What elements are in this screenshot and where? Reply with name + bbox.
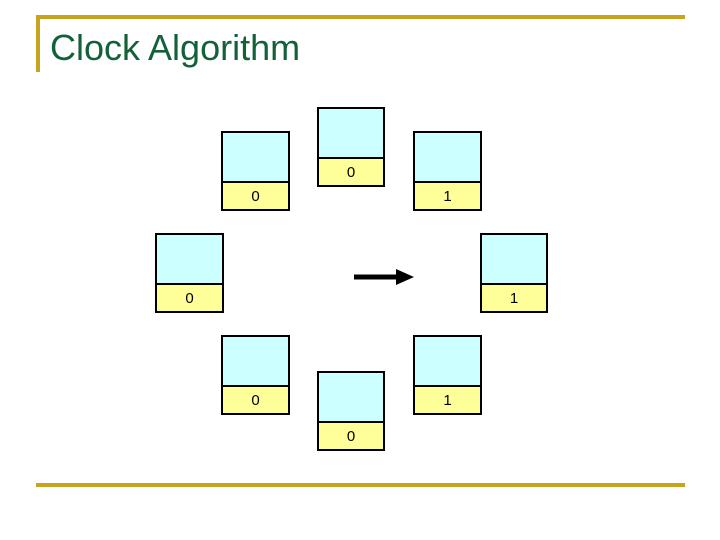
frame-bottom-right-reference-bit: 1	[415, 385, 480, 413]
frame-bottom-left-reference-bit: 0	[223, 385, 288, 413]
frame-bottom-left-body	[223, 337, 288, 385]
frame-top-center-reference-bit: 0	[319, 157, 383, 185]
frame-middle-left-body	[157, 235, 222, 283]
frame-top-left-reference-bit: 0	[223, 181, 288, 209]
frame-bottom-center-reference-bit: 0	[319, 421, 383, 449]
frame-middle-right: 1	[480, 233, 548, 313]
frame-top-center: 0	[317, 107, 385, 187]
frame-bottom-center-body	[319, 373, 383, 421]
title-rule-top	[36, 15, 685, 19]
frame-top-left: 0	[221, 131, 290, 211]
frame-middle-right-body	[482, 235, 546, 283]
clock-hand-arrow	[354, 266, 414, 288]
frame-top-center-body	[319, 109, 383, 157]
frame-bottom-right: 1	[413, 335, 482, 415]
frame-middle-left-reference-bit: 0	[157, 283, 222, 311]
frame-bottom-right-body	[415, 337, 480, 385]
frame-top-right-body	[415, 133, 480, 181]
page-title: Clock Algorithm	[50, 27, 301, 68]
frame-top-right: 1	[413, 131, 482, 211]
frame-middle-right-reference-bit: 1	[482, 283, 546, 311]
frame-bottom-center: 0	[317, 371, 385, 451]
frame-top-left-body	[223, 133, 288, 181]
frame-bottom-left: 0	[221, 335, 290, 415]
frame-top-right-reference-bit: 1	[415, 181, 480, 209]
frame-middle-left: 0	[155, 233, 224, 313]
title-rule-left	[36, 15, 40, 72]
footer-rule	[36, 483, 685, 487]
